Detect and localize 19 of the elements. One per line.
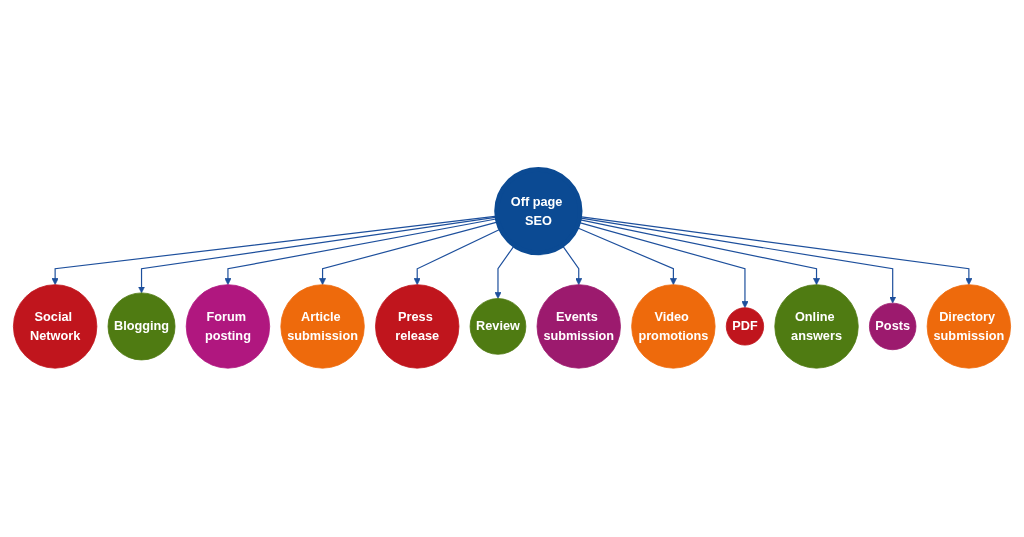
node-circle: Events submission (536, 284, 621, 369)
node-circle: Video promotions (631, 284, 716, 369)
node-circle: Article submission (280, 284, 365, 369)
node-circle: Review (469, 297, 527, 355)
node-circle: Directory submission (926, 284, 1011, 369)
node-circle: Posts (869, 302, 917, 350)
arrow (578, 218, 820, 285)
node-circle: Press release (375, 284, 460, 369)
node-circle: Social Network (13, 284, 98, 369)
arrow (578, 221, 749, 308)
node-circle: Blogging (107, 292, 176, 361)
arrow (51, 215, 498, 285)
arrow (578, 216, 897, 304)
arrow (138, 216, 498, 293)
node-circle: Off page SEO (494, 166, 583, 255)
node-circle: Forum posting (185, 284, 271, 369)
node-circle: PDF (725, 307, 765, 346)
arrow (224, 217, 498, 285)
node-circle: Online answers (774, 284, 859, 369)
